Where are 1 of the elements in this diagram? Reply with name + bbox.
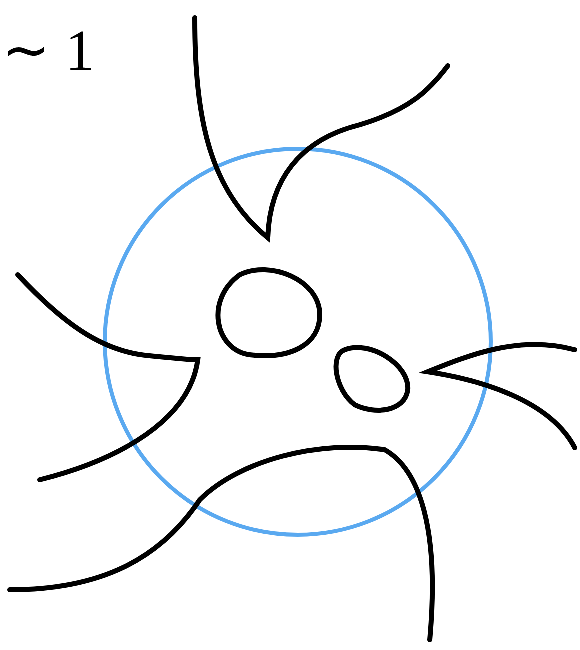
equation-label: ∼ 1: [2, 22, 94, 80]
